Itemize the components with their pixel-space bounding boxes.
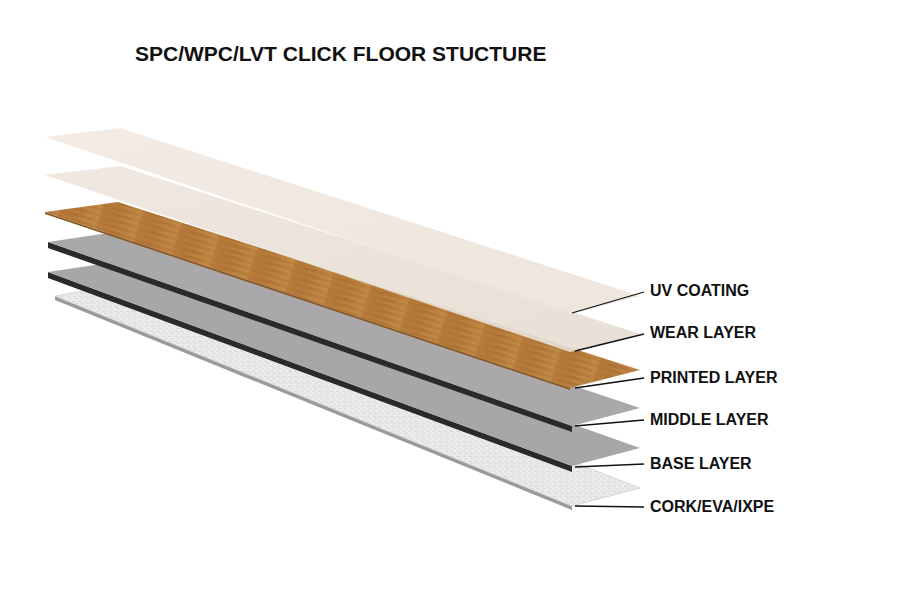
layer-label: PRINTED LAYER	[650, 369, 777, 387]
layer-label: CORK/EVA/IXPE	[650, 498, 774, 516]
layer-label: UV COATING	[650, 282, 749, 300]
layer-label: BASE LAYER	[650, 455, 752, 473]
leader-lines	[572, 292, 644, 507]
uv-coating-layer	[45, 128, 640, 314]
layer-label: MIDDLE LAYER	[650, 411, 769, 429]
diagram-title: SPC/WPC/LVT CLICK FLOOR STUCTURE	[135, 42, 546, 66]
wear-layer	[45, 166, 640, 352]
layer-label: WEAR LAYER	[650, 324, 756, 342]
